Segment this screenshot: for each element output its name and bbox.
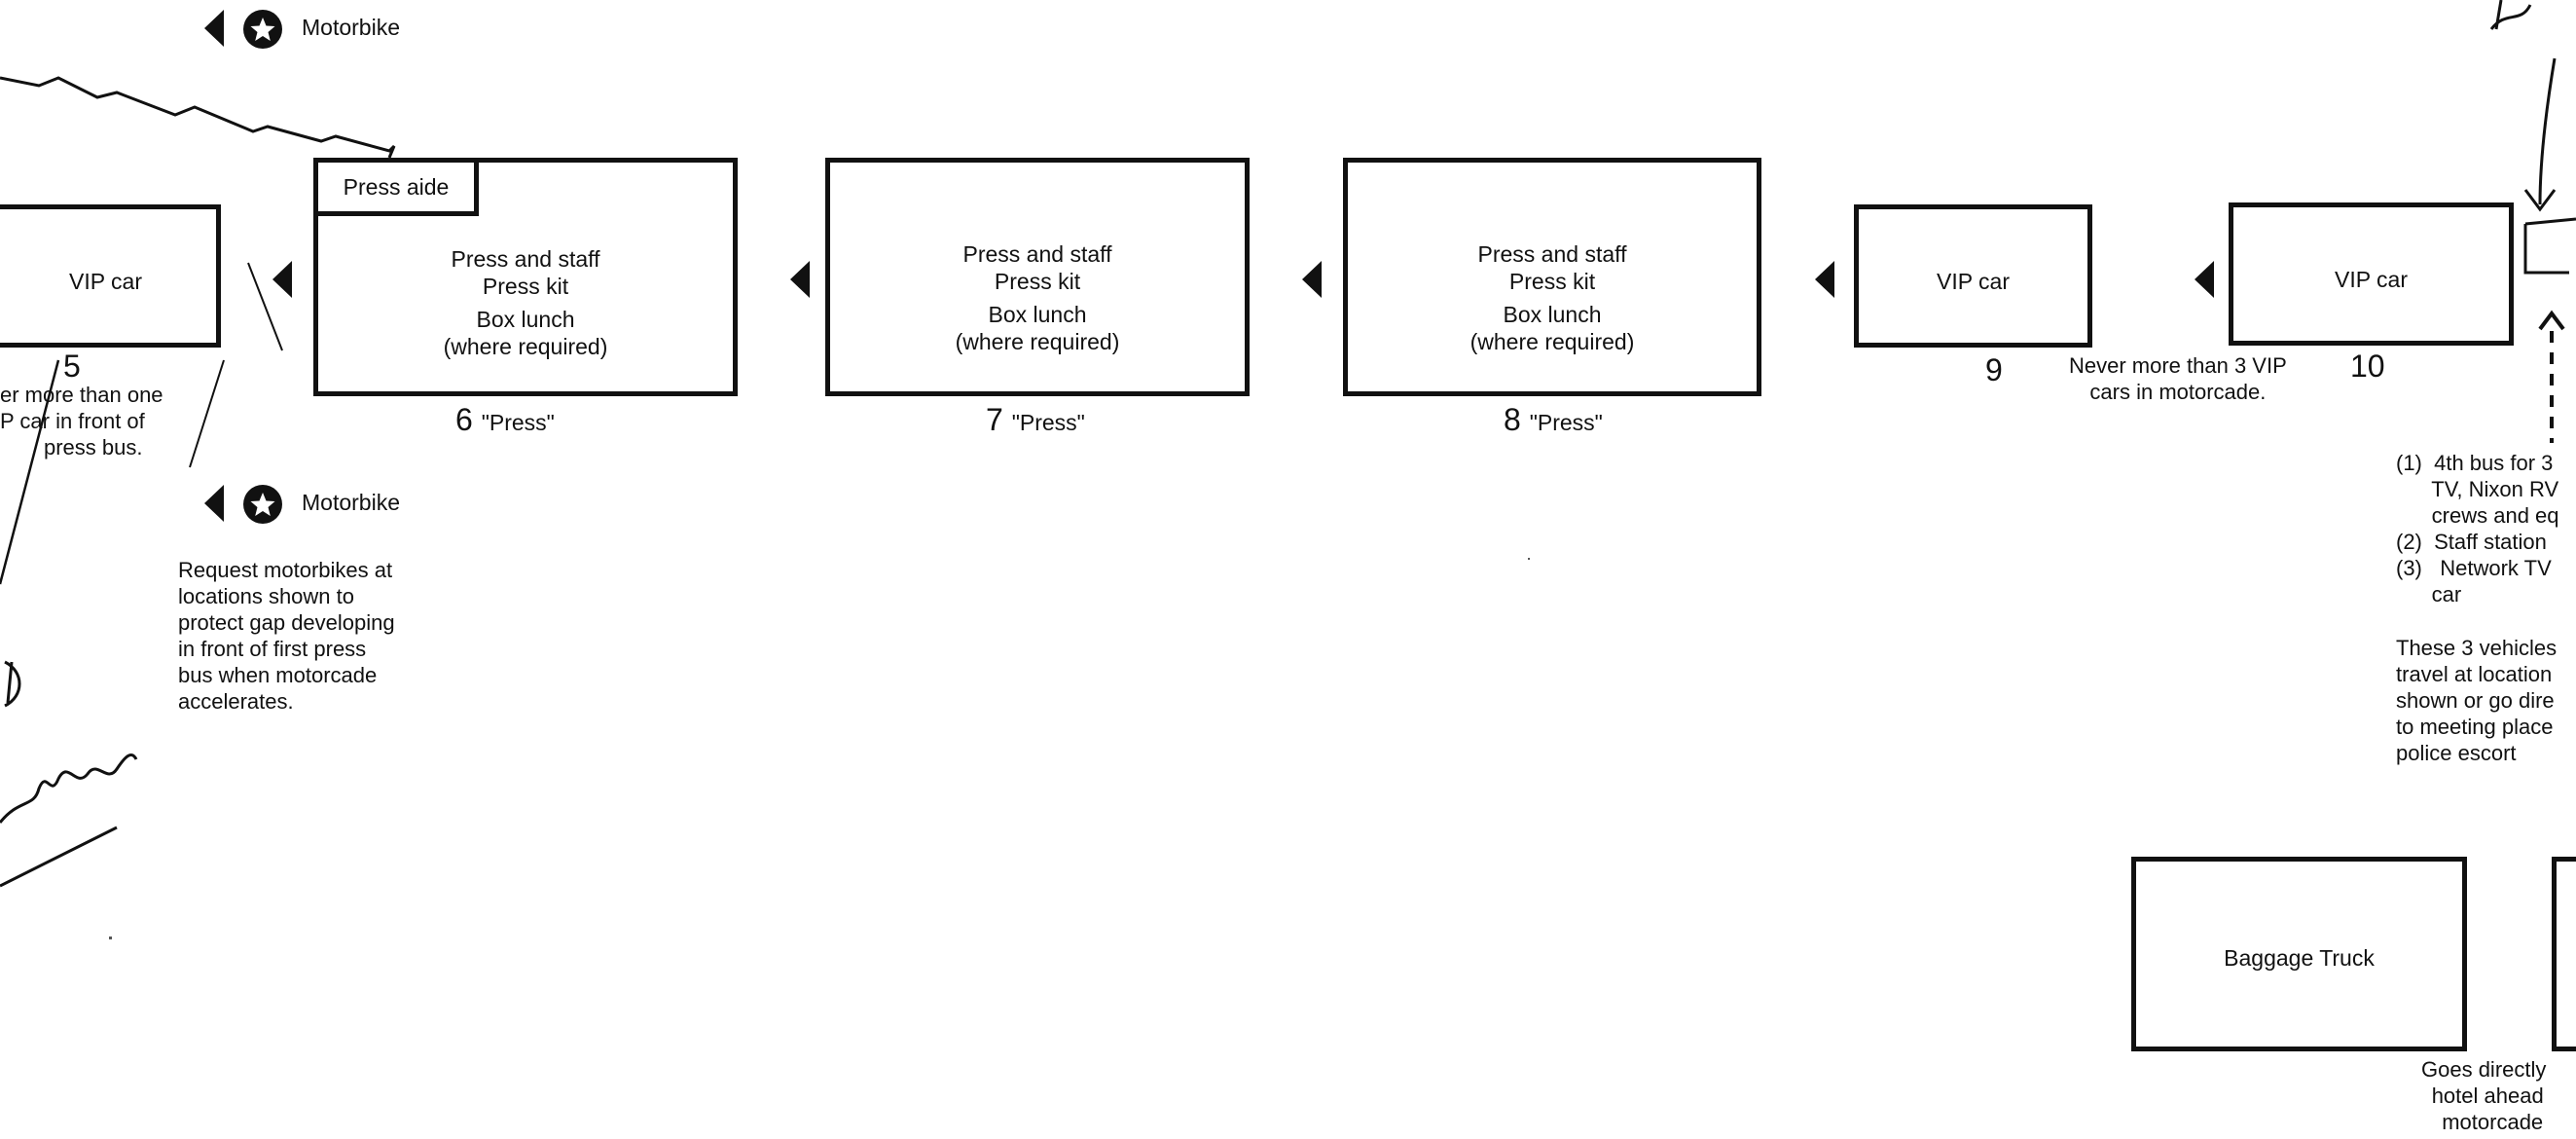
vehicle-number-7: 7 "Press" (986, 402, 1085, 437)
arrow-left-icon (204, 485, 224, 522)
arrow-left-icon (1302, 261, 1322, 298)
handdrawn-curve (0, 76, 396, 159)
vehicle-baggage-truck: Baggage Truck (2131, 857, 2467, 1051)
vehicle-number-8: 8 "Press" (1504, 402, 1603, 437)
handwritten-top-right (2489, 0, 2532, 30)
dashed-arrow-head (2538, 310, 2565, 331)
vehicle-number-9: 9 (1985, 352, 2003, 387)
vehicle-label: VIP car (69, 269, 142, 294)
vehicle-vip-car-10: VIP car (2229, 202, 2514, 346)
motorbike-label-mid: Motorbike (302, 490, 400, 515)
vehicle-label: Baggage Truck (2224, 945, 2375, 971)
vehicle-label: VIP car (1937, 269, 2010, 294)
vehicle-vip-car-5: VIP car (0, 204, 221, 348)
star-icon (243, 10, 282, 49)
long-slash (189, 359, 225, 468)
speck (1528, 558, 1530, 560)
vehicle-vip-car-9: VIP car (1854, 204, 2092, 348)
arrow-left-icon (204, 10, 224, 47)
handdrawn-letter-d (4, 660, 21, 708)
handdrawn-box-right (2523, 217, 2576, 275)
speck (109, 937, 112, 939)
vehicle-label: VIP car (2335, 267, 2408, 292)
handwritten-underline (0, 826, 118, 888)
vehicle-number-10: 10 (2350, 349, 2385, 384)
arrow-left-icon (2195, 261, 2214, 298)
handwritten-word (0, 753, 138, 824)
motorbike-label-top: Motorbike (302, 15, 400, 40)
vehicle-number-6: 6 "Press" (455, 402, 555, 437)
star-icon (243, 485, 282, 524)
vehicle-partial-right (2552, 857, 2576, 1051)
slash-through-vip5 (247, 262, 283, 351)
arrow-left-icon (272, 261, 292, 298)
vehicle-number-5: 5 (63, 349, 81, 384)
press-aide-tag: Press aide (313, 158, 479, 216)
arrow-left-icon (1815, 261, 1834, 298)
handdrawn-slash (0, 359, 60, 585)
arrow-left-icon (790, 261, 810, 298)
handdrawn-arrow-right (2523, 57, 2557, 212)
right-list: (1) 4th bus for 3 TV, Nixon RV crews and… (2396, 451, 2559, 606)
